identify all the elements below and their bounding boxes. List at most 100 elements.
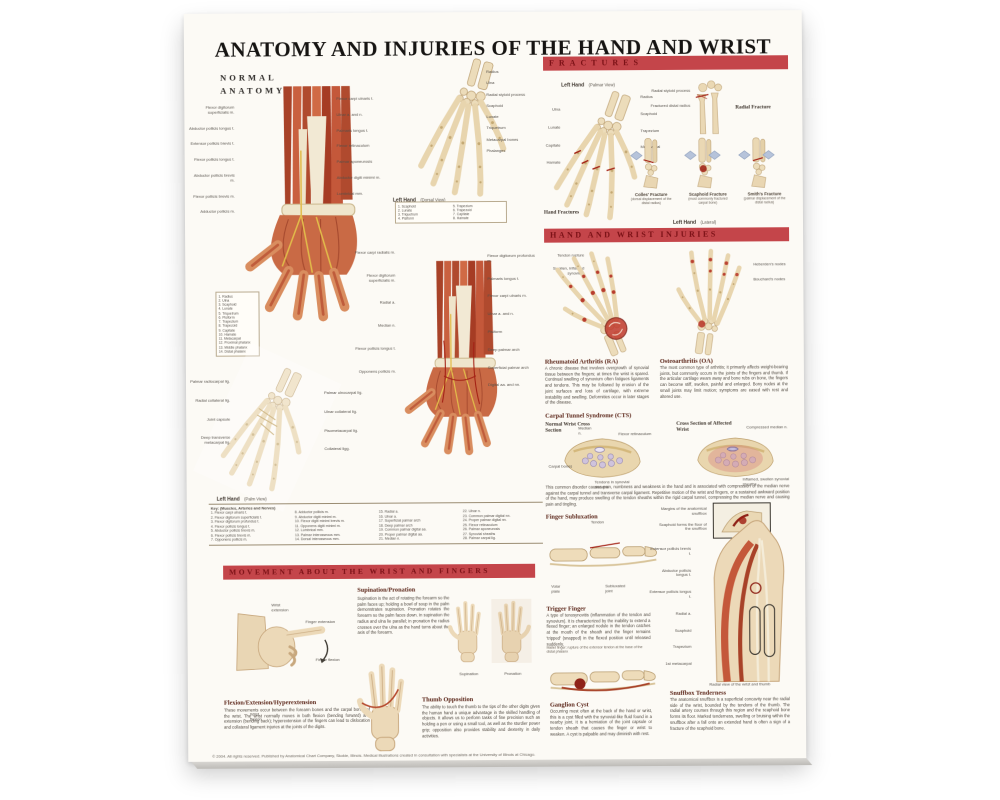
label: Metacarpal bones [486,136,519,142]
palm-key-table: Key: (Muscles, Arteries and Nerves) 1. F… [208,501,543,546]
label: Hamate [546,159,561,166]
cts-normal-illustration [563,437,642,479]
fracture-sub: (most commonly fractured carpal bone) [688,196,728,205]
label: Pisiform [487,328,503,335]
label: Palmar ulnocarpal lig. [324,389,363,396]
radial-fracture-title: Radial Fracture [735,104,771,111]
label: Triquetrum [486,125,506,131]
motion-label: Finger flexion [315,656,340,663]
label: Digital aa. and nn. [487,382,521,388]
ligament-labels-left: Palmar radiocarpal lig.Radial collateral… [188,379,231,446]
label: Fractured distal radius [650,102,691,108]
caption-bold: Left Hand [672,219,697,226]
label: Extensor pollicis brevis t. [190,140,235,147]
supination-hand [447,592,487,670]
label: Collateral ligg. [324,446,350,452]
key-col-3: 15. Radial a.16. Ulnar a.17. Superficial… [379,509,457,541]
fractures-banner: FRACTURES [542,55,789,71]
label: Flexor pollicis longus t. [194,156,235,163]
label: Trapezium [672,644,692,650]
key-item: 28. Palmar carpal lig. [462,536,496,541]
label: Scaphoid [640,110,658,116]
trigger-text: A type of tenosynovitis (inflammation of… [546,612,651,647]
label: Radial a. [675,610,692,616]
snuffbox-text: The anatomical snuffbox is a superficial… [669,696,791,731]
anatomy-poster: ANATOMY AND INJURIES OF THE HAND AND WRI… [183,10,807,762]
label: Capitate [545,142,561,148]
key-item: 14. Dorsal interosseous mm. [294,537,340,542]
ganglion-text: Occurring most often at the back of the … [549,708,653,737]
label: Flexor retinaculum [618,431,652,437]
label: Median n. [578,425,592,436]
copyright-line: © 2004. All rights reserved. Published b… [212,751,536,759]
smiths-fracture-illustration [738,137,775,188]
label: Abductor digiti minimi m. [336,174,381,180]
label: Flexor pollicis longus t. [355,345,396,351]
label: Flexor digitorum superficialis m. [366,272,396,283]
label: Ulna [486,80,495,86]
label: Radial collateral lig. [195,397,231,403]
label: Lunate [486,114,499,120]
label: Ulnar collateral lig. [324,408,358,414]
oa-text: The most common type of arthritis; it pr… [659,364,789,399]
motion-label: Finger extension [305,618,336,625]
label: Extensor pollicis longus t. [649,588,692,599]
thumb-opposition-hand [356,661,415,753]
label: Flexor carpi ulnaris m. [487,293,527,299]
radial-fracture-illustration [695,80,723,135]
thumb-opposition-text: The ability to touch the thumb to the ti… [421,703,541,739]
key-col-2: 8. Adductor pollicis m.9. Abductor digit… [295,510,373,542]
snuffbox-labels: Extensor pollicis brevis t. Abductor poll… [649,545,692,667]
snuffbox-thumb-illustration [693,515,792,682]
label: Deep transverse metacarpal lig. [200,435,231,445]
label: Ulna [552,106,561,112]
label: Ulnar a. and n. [487,311,514,317]
label: Abductor pollicis longus t. [661,567,692,578]
deep-palm-labels-right: Flexor digitorum profundus m.Palmaris lo… [487,252,540,388]
label: Extensor pollicis brevis t. [650,545,692,556]
key-item: 8. Hamate [452,216,469,221]
label: Radial styloid process [486,91,526,97]
label: Tendon [590,519,604,525]
oa-hand-illustration [663,248,758,355]
label: Flexor digitorum superficialis m. [205,104,235,115]
key-col-1: 1. Flexor carpi ulnaris t.2. Flexor digi… [210,510,289,543]
supination-heading: Supination/Pronation [357,586,416,594]
fracture-caption: Scaphoid Fracture (most commonly fractur… [683,192,732,205]
label: Trapezium [640,127,660,133]
hand-fractures-label: Hand Fractures [543,209,580,216]
key-item: 4. Pisiform [397,216,415,221]
caption-sub: (Lateral) [700,219,717,225]
label: Compressed median n. [746,424,788,430]
fracture-captions: Colles' Fracture (dorsal displacement of… [627,191,789,205]
label: Subluxated joint [605,583,626,594]
mallet-caption: Mallet finger: rupture of the extensor t… [546,645,643,654]
fracture-caption: Colles' Fracture (dorsal displacement of… [627,192,676,205]
colles-fracture-illustration [630,138,659,189]
label: Radial a. [379,299,396,306]
trigger-illustration [549,669,657,692]
label: Pisometacarpal lig. [324,427,359,433]
fracture-insets: Colles' Fracture (dorsal displacement of… [626,136,788,209]
cts-affected-illustration [696,436,775,478]
label: Flexor digitorum profundus m. [487,252,535,263]
pronation-caption: Pronation [504,670,522,676]
label: Flexor retinaculum [336,143,370,149]
ra-hand-illustration [551,249,648,358]
label: Ulnar a. and n. [336,111,363,117]
deep-palm-labels-left: Flexor carpi radialis m.Flexor digitorum… [349,250,396,375]
label: Deep palmar arch [487,346,520,352]
cts-heading: Carpal Tunnel Syndrome (CTS) [545,412,632,420]
ra-text: A chronic disease that involves overgrow… [544,365,650,406]
key-item: 7. Opponens pollicis m. [210,537,248,543]
motion-label: Wrist extension [271,602,289,613]
key-item: 21. Median n. [378,536,401,541]
palmar-labels-right: Flexor carpi ulnaris t.Ulnar a. and n.Pa… [336,96,385,197]
flexion-heading: Flexion/Extension/Hyperextension [223,699,317,707]
label: Opponens pollicis m. [358,368,396,374]
scaphoid-fracture-illustration [684,137,721,189]
caption-bold: Left Hand [216,496,240,503]
